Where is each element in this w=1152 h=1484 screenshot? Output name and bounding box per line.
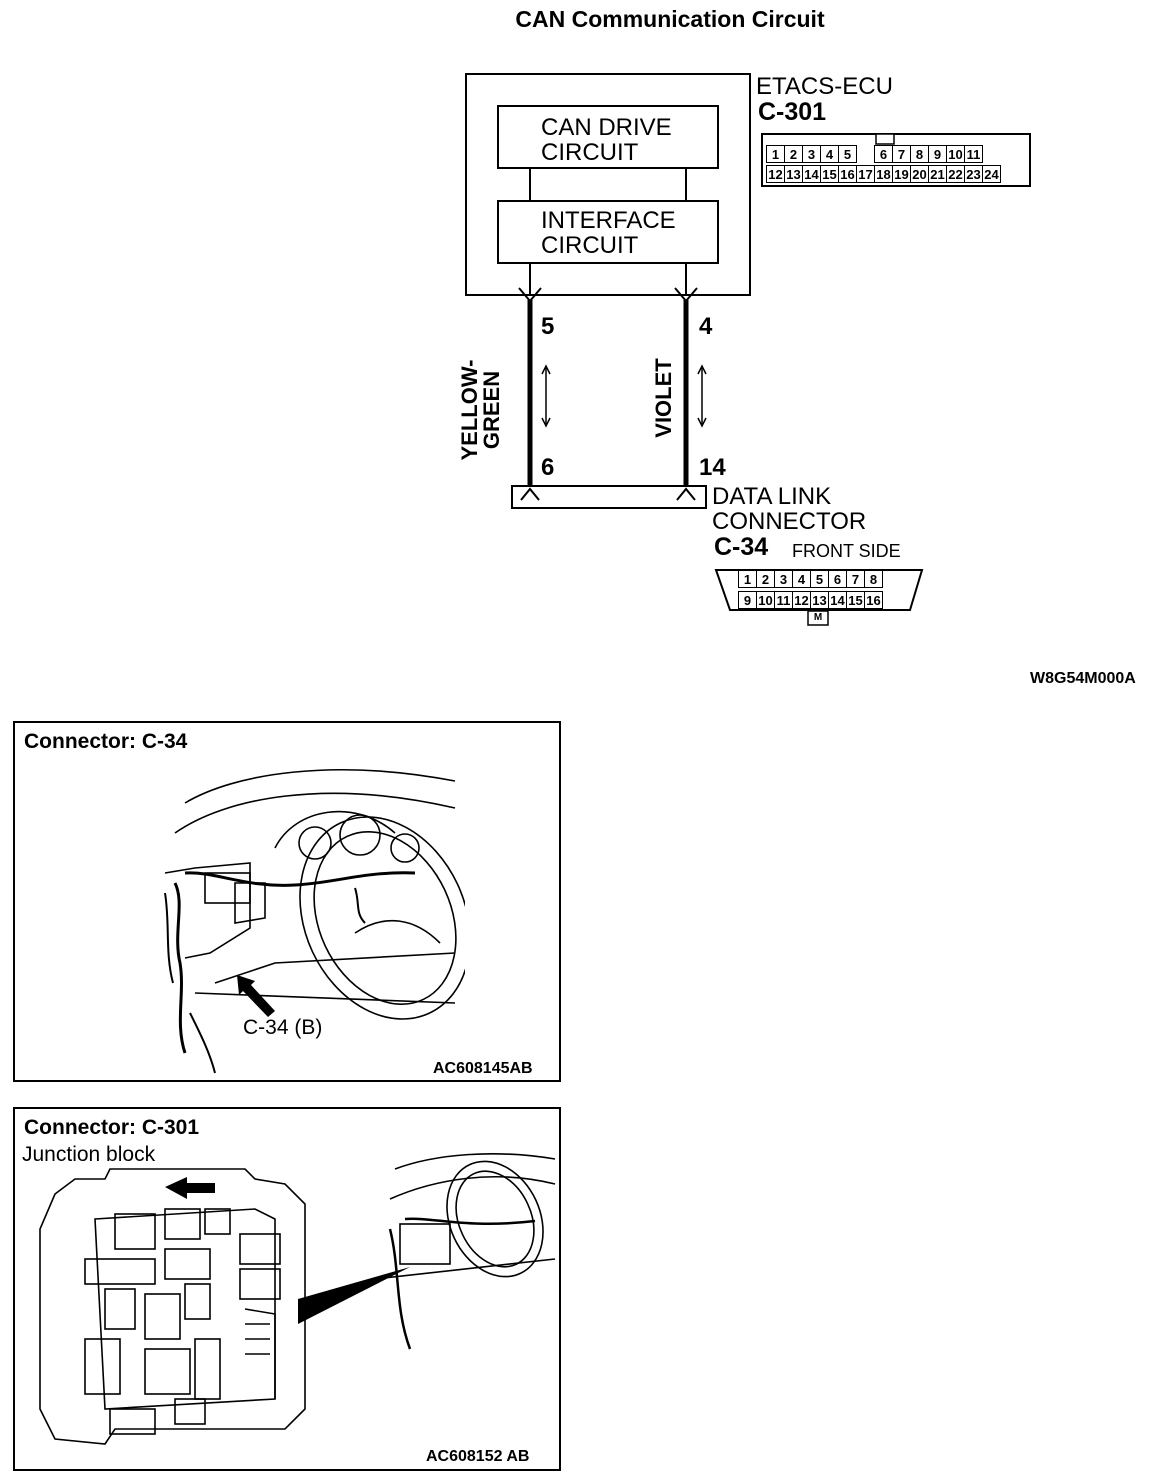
- wire-color-yellow-green: YELLOW- GREEN: [457, 359, 504, 461]
- can-drive-label-1: CAN DRIVE: [541, 114, 672, 141]
- c301-pin-cell: 24: [982, 165, 1001, 183]
- c34-pin-cell: 2: [756, 570, 775, 588]
- c34-pin-cell: 1: [738, 570, 757, 588]
- c301-pin-cell: 13: [784, 165, 803, 183]
- c301-pin-cell: 10: [946, 145, 965, 163]
- c34-pin-cell: 10: [756, 591, 775, 609]
- callout-wedge: [298, 1267, 410, 1324]
- pin-4-label: 4: [699, 313, 713, 340]
- panel-c301-code: AC608152 AB: [426, 1448, 530, 1465]
- dlc-connector-id: C-34: [714, 533, 769, 561]
- connector-c34-panel: Connector: C-34: [13, 721, 561, 1082]
- c301-pin-cell: 19: [892, 165, 911, 183]
- c34-pin-cell: 14: [828, 591, 847, 609]
- c34-callout: C-34 (B): [243, 1016, 323, 1039]
- can-drive-box: [497, 105, 719, 169]
- c301-pin-cell: 11: [964, 145, 983, 163]
- c34-pin-cell: 11: [774, 591, 793, 609]
- c301-pin-cell: 2: [784, 145, 803, 163]
- c301-pin-cell: 15: [820, 165, 839, 183]
- c301-pin-cell: 17: [856, 165, 875, 183]
- ecu-box: [465, 73, 751, 296]
- pin6-arrow: [520, 487, 540, 501]
- ecu-connector-id: C-301: [758, 98, 827, 126]
- c301-pin-cell: 22: [946, 165, 965, 183]
- c34-pin-cell: 13: [810, 591, 829, 609]
- panel-c34-code: AC608145AB: [433, 1060, 533, 1077]
- dlc-front-side: FRONT SIDE: [792, 541, 901, 561]
- panel-c34-title: Connector: C-34: [24, 730, 188, 753]
- c301-pin-cell: 3: [802, 145, 821, 163]
- c34-pin-cell: 9: [738, 591, 757, 609]
- c34-pin-cell: 3: [774, 570, 793, 588]
- can-drive-label-2: CIRCUIT: [541, 139, 639, 166]
- interface-label-2: CIRCUIT: [541, 232, 639, 259]
- c34-key-label: M: [813, 612, 823, 623]
- panel-c301-title: Connector: C-301: [24, 1116, 200, 1139]
- c301-pin-cell: 16: [838, 165, 857, 183]
- page-title: CAN Communication Circuit: [515, 6, 825, 32]
- c34-pin-cell: 5: [810, 570, 829, 588]
- pin-5-label: 5: [541, 313, 555, 340]
- c301-pin-cell: 18: [874, 165, 893, 183]
- junction-block-illustration: [39, 1153, 556, 1445]
- interface-box: [497, 200, 719, 264]
- c301-pin-cell: 20: [910, 165, 929, 183]
- interface-label-1: INTERFACE: [541, 207, 676, 234]
- c34-pin-cell: 16: [864, 591, 883, 609]
- c301-pin-cell: [857, 146, 875, 163]
- c34-pin-cell: 7: [846, 570, 865, 588]
- c34-pin-cell: 6: [828, 570, 847, 588]
- connector-c301-panel: Connector: C-301 Junction block: [13, 1107, 561, 1471]
- c34-pin-cell: 8: [864, 570, 883, 588]
- c301-pin-cell: 12: [766, 165, 785, 183]
- ecu-name: ETACS-ECU: [756, 73, 893, 100]
- c34-pin-cell: 12: [792, 591, 811, 609]
- c301-pin-cell: 9: [928, 145, 947, 163]
- c301-pin-cell: 23: [964, 165, 983, 183]
- c301-connector-outline: [761, 133, 1031, 187]
- c301-pin-cell: 6: [874, 145, 893, 163]
- wire-color-violet: VIOLET: [651, 358, 676, 438]
- c301-pin-cell: 7: [892, 145, 911, 163]
- c301-connector-tab: [875, 133, 895, 145]
- c301-pin-cell: 5: [838, 145, 857, 163]
- c301-pin-cell: 8: [910, 145, 929, 163]
- circuit-diagram: [465, 73, 1031, 626]
- c301-pin-cell: 4: [820, 145, 839, 163]
- c34-connector-key: [807, 610, 829, 626]
- dlc-name-1: DATA LINK: [712, 483, 832, 510]
- dlc-name-2: CONNECTOR: [712, 508, 867, 535]
- c34-pin-cell: 15: [846, 591, 865, 609]
- pin-6-label: 6: [541, 454, 555, 481]
- dashboard-illustration: [164, 769, 465, 1074]
- pin14-arrow: [676, 487, 696, 501]
- pin-14-label: 14: [699, 454, 726, 481]
- panel-c301-subtitle: Junction block: [22, 1143, 156, 1166]
- dlc-box: [511, 485, 707, 509]
- c34-pin-cell: 4: [792, 570, 811, 588]
- c301-pin-cell: 1: [766, 145, 785, 163]
- c34-arrow-icon: [237, 975, 275, 1017]
- c301-pin-cell: 14: [802, 165, 821, 183]
- slide-arrow-icon: [165, 1177, 215, 1199]
- c301-pin-cell: 21: [928, 165, 947, 183]
- diagram-code: W8G54M000A: [1030, 670, 1136, 687]
